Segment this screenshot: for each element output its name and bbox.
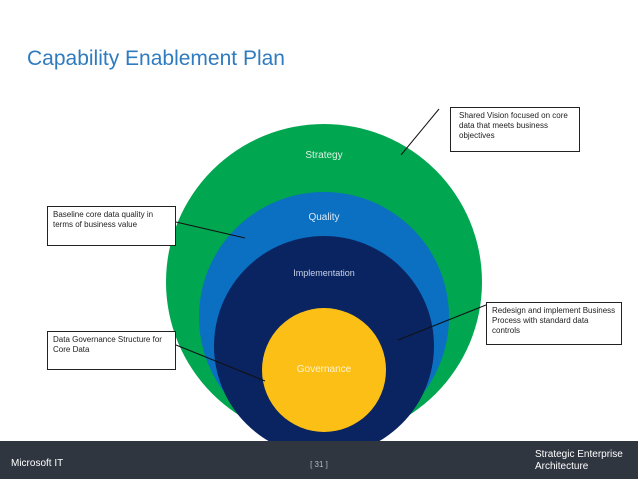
microsoft-it-logo: Microsoft IT [11,458,64,469]
governance-circle [262,308,386,432]
governance-label: Governance [297,364,352,375]
connector-shared-vision [400,108,440,156]
page-title: Capability Enablement Plan [27,47,285,70]
footer-bar: Microsoft IT [ 31 ] Strategic Enterprise… [0,441,638,479]
capability-diagram: Strategy Quality Implementation Governan… [166,108,487,441]
callout-governance-structure: Data Governance Structure for Core Data [47,331,176,370]
footer-department: Strategic Enterprise Architecture [535,449,623,472]
page-number: [ 31 ] [310,460,328,469]
callout-redesign: Redesign and implement Business Process … [486,302,622,345]
connector-redesign [397,304,487,341]
connector-baseline [175,221,246,239]
connector-governance-structure [175,344,266,382]
strategy-label: Strategy [305,150,342,161]
callout-baseline: Baseline core data quality in terms of b… [47,206,176,246]
implementation-label: Implementation [293,268,355,278]
quality-label: Quality [308,212,339,223]
callout-shared-vision: Shared Vision focused on core data that … [450,107,580,152]
